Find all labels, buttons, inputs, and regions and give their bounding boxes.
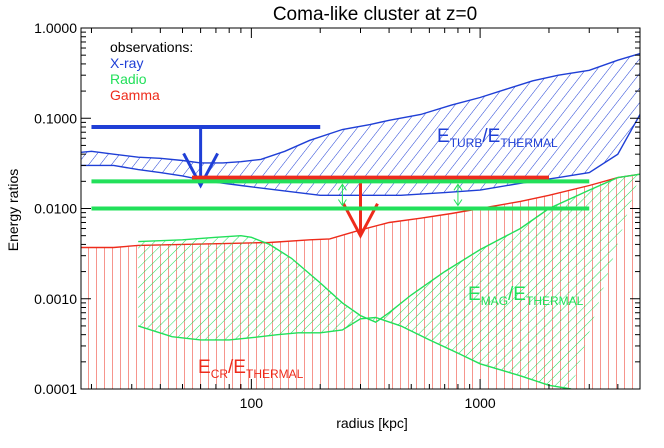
- radio-range-arrow-up-0: [337, 183, 347, 191]
- legend-title: observations:: [110, 39, 193, 55]
- y-tick-label: 0.1000: [34, 110, 77, 126]
- x-axis-label: radius [kpc]: [336, 415, 408, 431]
- gamma-arrow-head: [342, 202, 379, 239]
- chart-title: Coma-like cluster at z=0: [273, 4, 477, 25]
- turb-band-label: ETURB/ETHERMAL: [437, 126, 558, 150]
- mag-band-label: EMAG/ETHERMAL: [468, 284, 584, 308]
- mag-band-upper: [138, 173, 640, 323]
- y-tick-label: 0.0010: [34, 291, 77, 307]
- legend: observations: X-ray Radio Gamma: [110, 39, 193, 103]
- y-axis-label: Energy ratios: [5, 169, 21, 251]
- legend-entry-gamma: Gamma: [110, 87, 160, 103]
- xray-arrow-head: [182, 152, 219, 189]
- turb-band-fill: [81, 53, 640, 196]
- legend-entry-xray: X-ray: [110, 55, 143, 71]
- y-tick-label: 0.0001: [34, 381, 77, 397]
- x-tick-label: 1000: [465, 395, 496, 411]
- x-tick-label: 100: [240, 395, 264, 411]
- mag-band-lower: [137, 316, 572, 389]
- turb-band-upper: [81, 52, 640, 164]
- bands-layer: [81, 52, 640, 389]
- mag-band-fill: [138, 174, 640, 389]
- y-tick-label: 1.0000: [34, 20, 77, 36]
- axes-layer: 1.0000 0.1000 0.0100 0.0010 0.0001 100 1000: [34, 20, 641, 411]
- radio-range-arrow-down-0: [337, 199, 347, 207]
- radio-range-arrow-down-1: [453, 199, 463, 207]
- band-labels: ETURB/ETHERMAL EMAG/ETHERMAL ECR/ETHERMA…: [198, 126, 584, 381]
- turb-band-lower: [81, 114, 640, 197]
- radio-range-arrow-up-1: [453, 183, 463, 191]
- cr-band-label: ECR/ETHERMAL: [198, 357, 304, 381]
- y-tick-label: 0.0100: [34, 201, 77, 217]
- legend-entry-radio: Radio: [110, 71, 147, 87]
- observations-layer: [91, 124, 590, 239]
